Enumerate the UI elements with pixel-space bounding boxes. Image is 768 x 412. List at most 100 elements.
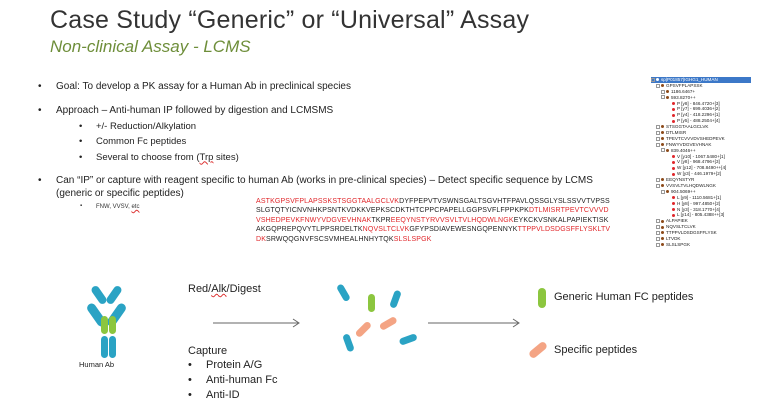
tree-item[interactable]: VVSVLTVLHQDWLNGK <box>651 183 751 189</box>
sequence-segment: SRWQQGNVFSCSVMHEALHNHYTQK <box>266 235 394 243</box>
tree-item[interactable]: N [y3] - 318.1770+[4] <box>651 207 751 213</box>
arrow-icon <box>428 318 520 328</box>
expand-toggle-icon[interactable] <box>656 230 660 235</box>
peptide-icon <box>661 125 664 129</box>
expand-toggle-icon[interactable] <box>656 124 660 129</box>
tree-item-label: FNWYVDGVEVHNAK <box>666 141 712 147</box>
tree-item[interactable]: ALPAPIEK <box>651 218 751 224</box>
digest-step-label: Red/Alk/Digest <box>188 283 261 295</box>
tree-item-label: ALPAPIEK <box>666 218 688 224</box>
capture-item: Anti-ID <box>188 388 278 403</box>
tree-item[interactable]: DTLMISR <box>651 130 751 136</box>
expand-toggle-icon[interactable] <box>661 89 665 94</box>
tree-item[interactable]: V [y8] - 968.4796+[3] <box>651 159 751 165</box>
peptide-icon <box>666 90 669 94</box>
tree-item-label: W [y12] - 708.8490++[4] <box>677 165 727 171</box>
bullet-capture: Can “IP” or capture with reagent specifi… <box>38 174 628 200</box>
tree-item-label: TPEVTCVVVDVSHEDPEVK <box>666 135 725 141</box>
legend-specific-marker <box>529 342 547 358</box>
fragment-icon <box>672 113 675 117</box>
expand-toggle-icon[interactable] <box>656 177 660 182</box>
expand-toggle-icon[interactable] <box>656 142 660 147</box>
tree-item[interactable]: 593.8270++ <box>651 95 751 101</box>
tree-item[interactable]: NQVSLTCLVK <box>651 224 751 230</box>
tree-item[interactable]: P [y8] - 846.4720+[3] <box>651 101 751 107</box>
tree-item[interactable]: TPEVTCVVVDVSHEDPEVK <box>651 136 751 142</box>
slide-title: Case Study “Generic” or “Universal” Assa… <box>50 6 530 34</box>
tree-item[interactable]: EEQYNSTYR <box>651 177 751 183</box>
capture-item: Anti-human Fc <box>188 373 278 388</box>
tree-item[interactable]: H [y8] - 997.4850+[2] <box>651 201 751 207</box>
expand-toggle-icon[interactable] <box>656 183 660 188</box>
tree-item[interactable]: 1186.6467+ <box>651 89 751 95</box>
tree-item[interactable]: P [y7] - 699.4036+[2] <box>651 106 751 112</box>
tree-item[interactable]: P [y5] - 488.2504+[4] <box>651 118 751 124</box>
tree-item[interactable]: W [y12] - 708.8490++[4] <box>651 165 751 171</box>
peptide-icon <box>661 131 664 135</box>
tree-item[interactable]: V [y10] - 1067.5480+[1] <box>651 154 751 160</box>
tree-item[interactable]: W [y3] - 446.1979+[2] <box>651 171 751 177</box>
tree-item[interactable]: FNWYVDGVEVHNAK <box>651 142 751 148</box>
tree-item-label: SLSLSPGK <box>666 241 691 247</box>
legend-generic-label: Generic Human FC peptides <box>554 291 694 303</box>
bullet-list: Goal: To develop a PK assay for a Human … <box>38 80 628 212</box>
fragment-icon <box>672 207 675 211</box>
tree-item[interactable]: L [y14] - 805.4388++[3] <box>651 212 751 218</box>
tree-item-label: H [y8] - 997.4850+[2] <box>677 200 721 206</box>
peptide-icon <box>666 95 669 99</box>
expand-toggle-icon[interactable] <box>656 236 660 241</box>
tree-item-label: V [y10] - 1067.5480+[1] <box>677 153 725 159</box>
highlighted-peptide: DTLMISRTPEVTCVVVDVSHEDPEVKFNWYVDGVEVHNAK <box>256 207 609 224</box>
tree-item[interactable]: 839.4046++ <box>651 148 751 154</box>
spell-marked-word: Trp <box>199 151 214 163</box>
peptide-icon <box>666 190 669 194</box>
tree-item-label: EEQYNSTYR <box>666 177 695 183</box>
tree-item[interactable]: GPSVFPLAPSSK <box>651 83 751 89</box>
expand-toggle-icon[interactable] <box>656 242 660 247</box>
tree-item-label: STSGGTAALGCLVK <box>666 124 709 130</box>
tree-item-selected[interactable]: sp|P01857|IGHG1_HUMAN <box>651 77 751 83</box>
highlighted-peptide: EEQYNSTYRVVSVLTVLHQDWLNGK <box>390 216 514 224</box>
sub-bullet-reduction: +/- Reduction/Alkylation <box>38 121 628 134</box>
capture-item: Protein A/G <box>188 358 278 373</box>
sub-bullet-fnw: FNW, VVSV, etc <box>38 203 628 212</box>
expand-toggle-icon[interactable] <box>656 130 660 135</box>
tree-item-label: 839.4046++ <box>671 147 696 153</box>
tree-item[interactable]: L [y9] - 1110.5681+[1] <box>651 195 751 201</box>
antibody-label: Human Ab <box>79 360 115 369</box>
tree-item[interactable]: STSGGTAALGCLVK <box>651 124 751 130</box>
capture-list: Protein A/G Anti-human Fc Anti-ID <box>188 358 278 403</box>
tree-item-label: 593.8270++ <box>671 94 696 100</box>
peptide-icon <box>661 184 664 188</box>
expand-toggle-icon[interactable] <box>656 83 660 88</box>
highlighted-peptide: TTPPVLDSDGSFFLYSKLTVDK <box>256 226 611 243</box>
tree-item-label: P [y5] - 488.2504+[4] <box>677 118 720 124</box>
tree-item-label: N [y3] - 318.1770+[4] <box>677 206 721 212</box>
fragment-icon <box>672 172 675 176</box>
expand-toggle-icon[interactable] <box>656 136 660 141</box>
expand-toggle-icon[interactable] <box>661 189 665 194</box>
tree-item[interactable]: LTVDK <box>651 236 751 242</box>
peptide-icon <box>661 137 664 141</box>
digested-peptides <box>337 284 417 352</box>
fragment-icon <box>672 119 675 123</box>
tree-item-label: L [y14] - 805.4388++[3] <box>677 212 725 218</box>
expand-toggle-icon[interactable] <box>661 148 665 153</box>
sequence-segment: GFYPSDIAVEWESNGQPENNYK <box>409 226 518 234</box>
tree-item[interactable]: 904.5069++ <box>651 189 751 195</box>
tree-item-label: P [y4] - 418.2296+[1] <box>677 112 720 118</box>
tree-item-label: P [y8] - 846.4720+[3] <box>677 100 720 106</box>
expand-toggle-icon[interactable] <box>661 95 665 100</box>
fragment-icon <box>672 166 675 170</box>
tree-item[interactable]: SLSLSPGK <box>651 242 751 248</box>
expand-toggle-icon[interactable] <box>656 219 660 224</box>
fragment-icon <box>672 196 675 200</box>
expand-toggle-icon[interactable] <box>656 225 660 230</box>
tree-item[interactable]: P [y4] - 418.2296+[1] <box>651 112 751 118</box>
highlighted-peptide: ASTKGPSVFPLAPSSKSTSGGTAALGCLVK <box>256 198 400 205</box>
legend-specific-label: Specific peptides <box>554 344 638 356</box>
expand-toggle-icon[interactable] <box>651 77 655 82</box>
tree-item[interactable]: TTPPVLDSDGSFFLYSK <box>651 230 751 236</box>
tree-item-label: GPSVFPLAPSSK <box>666 82 703 88</box>
